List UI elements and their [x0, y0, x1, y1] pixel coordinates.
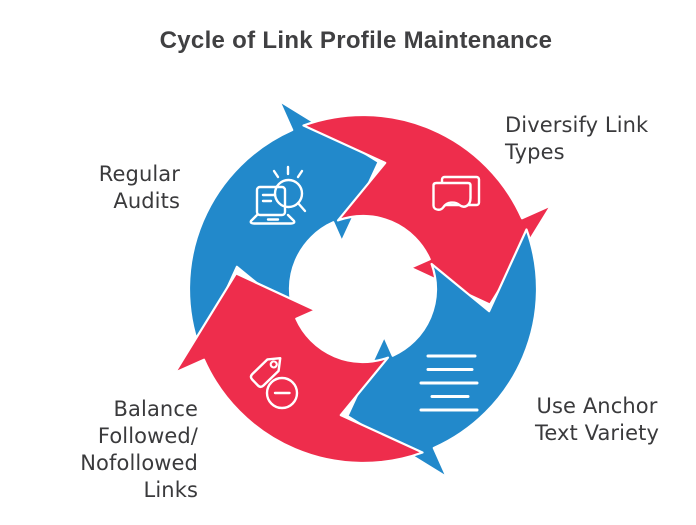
label-line: Regular	[98, 162, 180, 186]
cycle-arrow-balance-followed-nofollowed-links	[173, 272, 424, 465]
tag	[249, 356, 282, 389]
label-line: Types	[505, 140, 565, 164]
tag-body	[249, 356, 282, 389]
spark-rays	[272, 165, 304, 179]
label-line: Nofollowed	[80, 451, 198, 475]
diagram-title: Cycle of Link Profile Maintenance	[159, 27, 553, 54]
laptop-screen	[255, 185, 287, 217]
text-lines-icon	[419, 354, 479, 412]
label-line: Text Variety	[534, 421, 659, 445]
laptop-base	[249, 213, 296, 225]
label-regular-audits: Regular Audits	[24, 161, 180, 215]
text-lines	[419, 354, 479, 412]
label-line: Use Anchor	[536, 394, 658, 418]
cycle-diagram	[173, 99, 553, 479]
label-line: Links	[143, 478, 198, 502]
label-line: Audits	[113, 189, 180, 213]
documents-icon	[432, 175, 481, 211]
label-line: Balance	[113, 397, 198, 421]
magnifier-lens	[273, 178, 304, 209]
label-line: Diversify Link	[505, 113, 649, 137]
laptop-screen-lines	[261, 193, 277, 203]
label-use-anchor-text-variety: Use Anchor Text Variety	[514, 393, 680, 447]
label-line: Followed/	[97, 424, 198, 448]
cycle-arrow-diversify-link-types	[302, 113, 553, 306]
magnifier-handle	[296, 201, 307, 213]
cycle-arrows	[173, 99, 553, 479]
label-balance-followed-nofollowed-links: Balance Followed/ Nofollowed Links	[14, 396, 198, 504]
laptop-search-icon	[249, 165, 307, 225]
cycle-arrow-use-anchor-text-variety	[346, 228, 539, 479]
tag-minus-icon	[249, 356, 299, 410]
tag-hole	[269, 360, 278, 369]
front-sheet	[432, 181, 472, 211]
label-diversify-link-types: Diversify Link Types	[505, 112, 685, 166]
